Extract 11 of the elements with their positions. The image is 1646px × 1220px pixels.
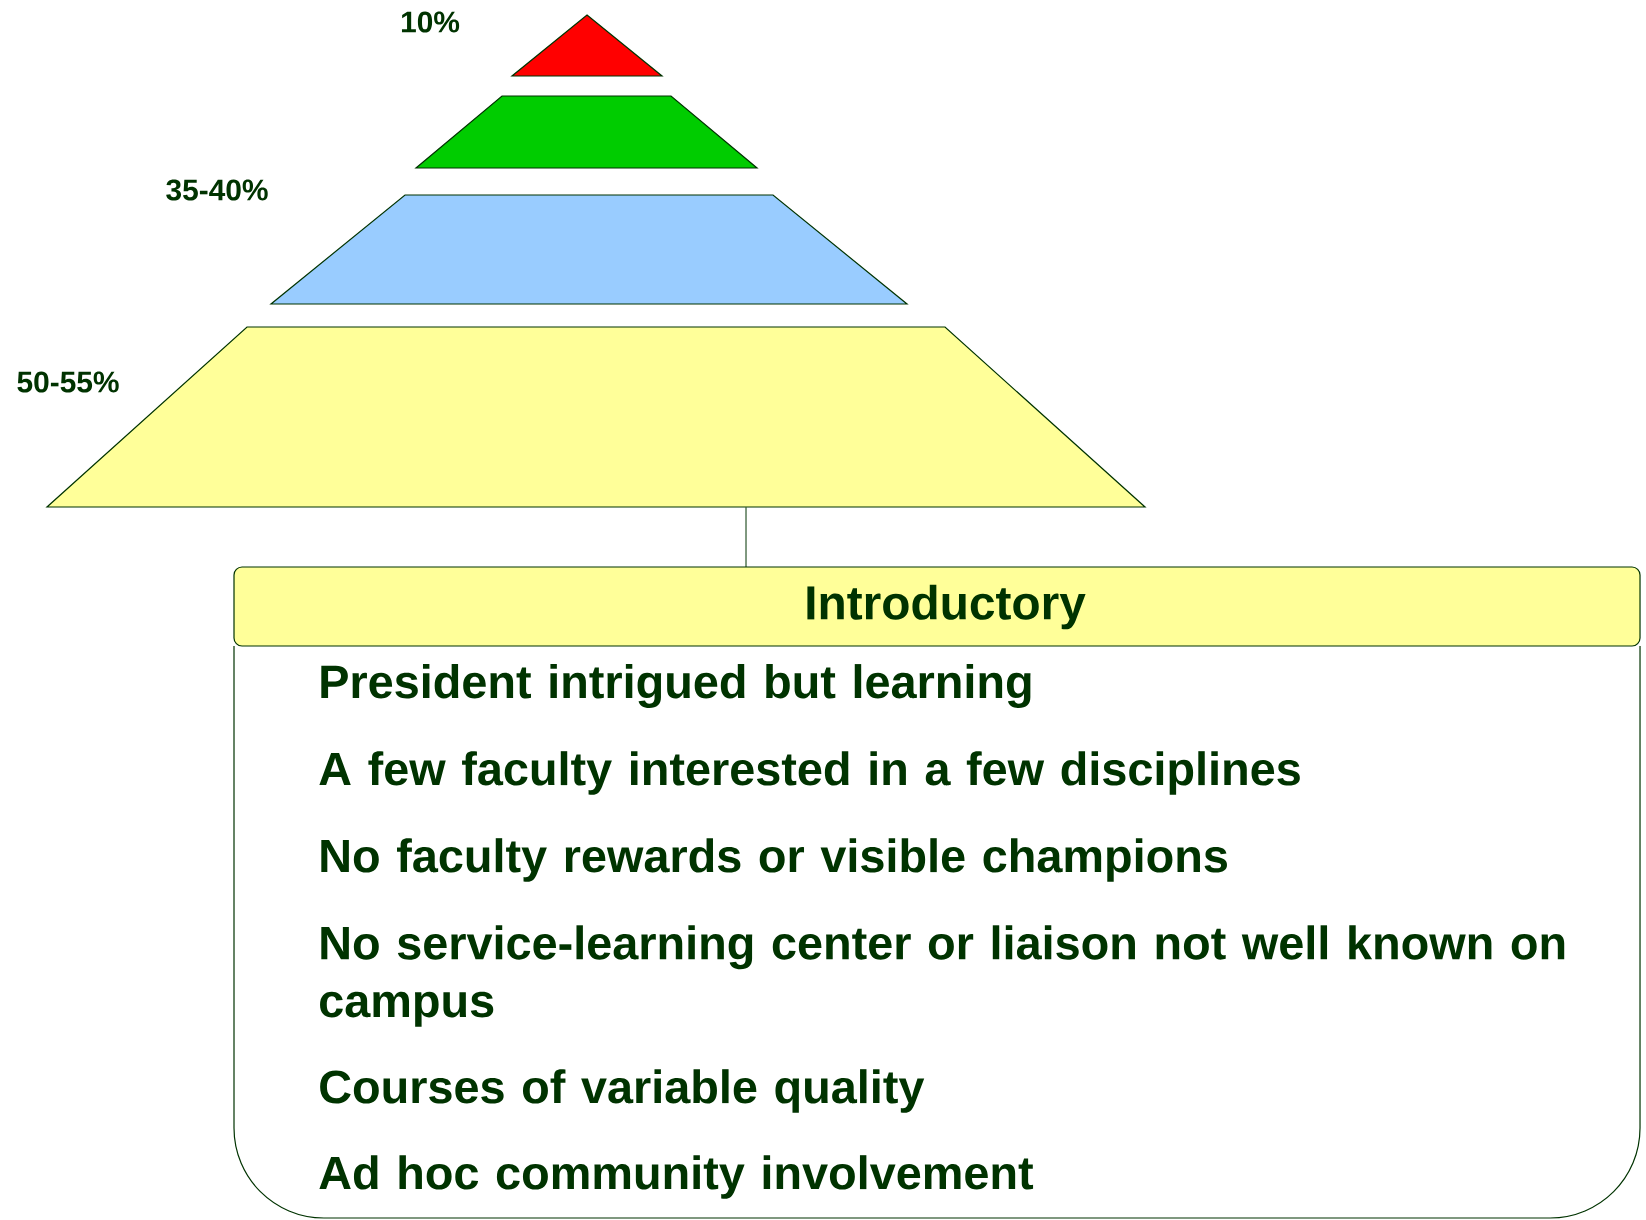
bullet-text: A few faculty interested in a few disciplines (319, 751, 1300, 795)
percent-label: 50-55% (17, 371, 119, 393)
percent-label: 10% (401, 11, 460, 33)
percent-label: 35-40% (166, 179, 268, 201)
bullet-text: Courses of variable quality (320, 1069, 925, 1113)
connector-line (745, 506, 747, 568)
header-bar: Introductory (233, 566, 1641, 647)
bullet-text: Ad hoc community involvement (319, 1155, 1034, 1199)
bullet-text: No service-learning center or liaison not well known on campus (320, 925, 1565, 1027)
bullet-text: No faculty rewards or visible champions (321, 838, 1227, 882)
bullet-text: President intrigued but learning (321, 664, 1031, 708)
